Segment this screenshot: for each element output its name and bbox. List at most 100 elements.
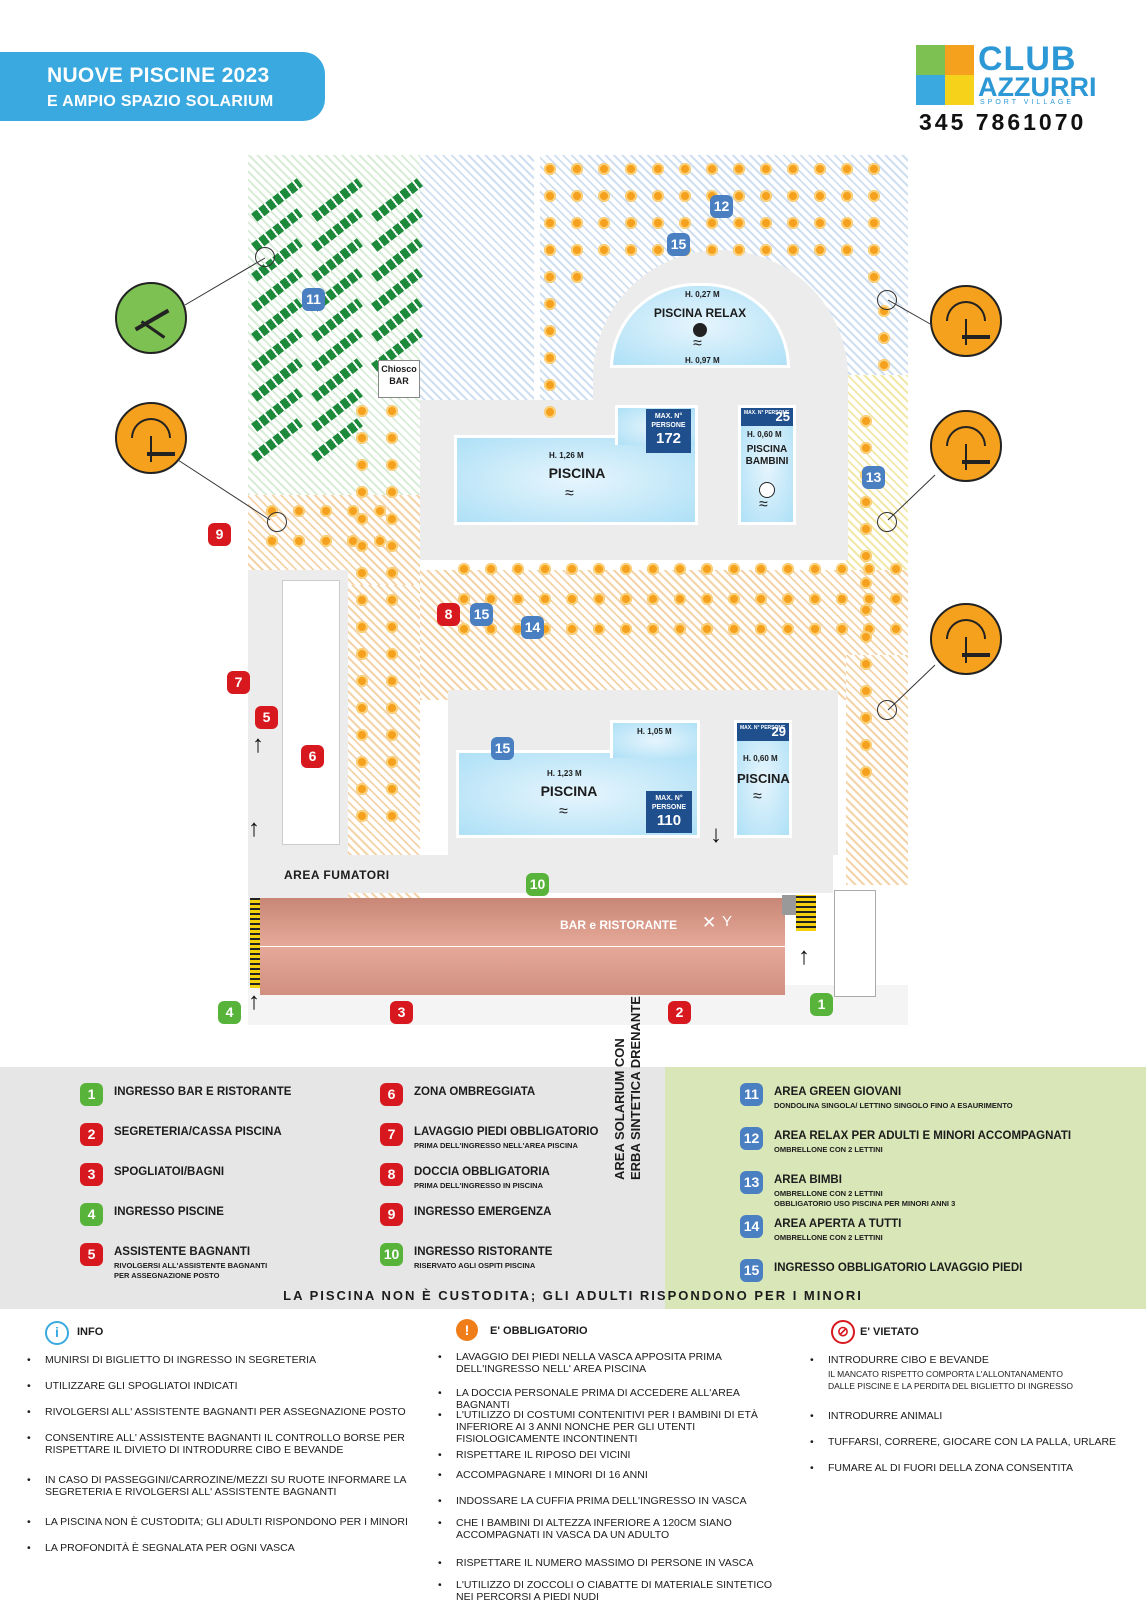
legend-badge: 8 [380, 1163, 403, 1186]
legend-title: LAVAGGIO PIEDI OBBLIGATORIO [414, 1126, 599, 1138]
umbrella-spot [571, 244, 583, 256]
marker-6[interactable]: 6 [301, 745, 324, 768]
umbrella-spot [485, 563, 497, 575]
umbrella-spot [860, 739, 872, 751]
capacity-label: MAX. N° PERSONE [744, 410, 790, 416]
marker-13[interactable]: 13 [862, 466, 885, 489]
vietato-note-2: DALLE PISCINE E LA PERDITA DEL BIGLIETTO… [828, 1381, 1074, 1391]
legend-badge: 5 [80, 1243, 103, 1266]
umbrella-spot [386, 432, 398, 444]
legend-title: ASSISTENTE BAGNANTI [114, 1246, 251, 1258]
umbrella-spot [836, 563, 848, 575]
marker-7[interactable]: 7 [227, 671, 250, 694]
umbrella-spot [760, 163, 772, 175]
legend-badge: 4 [80, 1203, 103, 1226]
umbrella-spot [386, 567, 398, 579]
area-aperta-tutti [420, 570, 908, 700]
pool-small-title: PISCINA [737, 771, 790, 786]
umbrella-spot [760, 217, 772, 229]
umbrella-spot [544, 352, 556, 364]
umbrella-spot [860, 712, 872, 724]
umbrella-spot [679, 190, 691, 202]
umbrella-spot [386, 405, 398, 417]
marker-9[interactable]: 9 [208, 523, 231, 546]
umbrella-spot [386, 486, 398, 498]
marker-14[interactable]: 14 [521, 616, 544, 639]
pool-big-depth: H. 1,26 M [549, 451, 584, 460]
marker-3[interactable]: 3 [390, 1001, 413, 1024]
umbrella-spot [566, 623, 578, 635]
chiosco-bar-label: BAR [389, 376, 409, 386]
umbrella-spot [544, 244, 556, 256]
umbrella-spot [652, 190, 664, 202]
area-right-orange [846, 655, 908, 885]
umbrella-spot [679, 163, 691, 175]
legend-title: AREA GREEN GIOVANI [774, 1086, 902, 1098]
legend-title: DOCCIA OBBLIGATORIA [414, 1166, 550, 1178]
umbrella-spot [293, 535, 305, 547]
pool-small-capacity: MAX. N° PERSONE 29 [737, 723, 789, 741]
banner-subtitle: E AMPIO SPAZIO SOLARIUM [47, 93, 274, 110]
baby-icon [759, 482, 775, 498]
wave-icon: ≈ [759, 496, 768, 513]
legend-badge: 10 [380, 1243, 403, 1266]
legend-badge: 7 [380, 1123, 403, 1146]
marker-15[interactable]: 15 [491, 737, 514, 760]
marker-8[interactable]: 8 [437, 603, 460, 626]
umbrella-spot [787, 217, 799, 229]
wave-icon: ≈ [753, 788, 762, 805]
legend-title: SPOGLIATOI/BAGNI [114, 1166, 225, 1178]
umbrella-spot [544, 379, 556, 391]
umbrella-spot [860, 658, 872, 670]
umbrella-spot [512, 563, 524, 575]
marker-12[interactable]: 12 [710, 195, 733, 218]
umbrella-spot [860, 577, 872, 589]
umbrella-lounger-icon [930, 410, 1002, 482]
rule-item: LA PISCINA NON È CUSTODITA; GLI ADULTI R… [27, 1516, 425, 1528]
marker-11[interactable]: 11 [302, 288, 325, 311]
umbrella-spot [814, 163, 826, 175]
entrance-mat-right [796, 895, 816, 931]
umbrella-spot [356, 729, 368, 741]
umbrella-spot [733, 190, 745, 202]
legend-badge: 9 [380, 1203, 403, 1226]
legend-title: INGRESSO PISCINE [114, 1206, 224, 1218]
solarium-title-line2: ERBA SINTETICA DRENANTE [628, 996, 643, 1180]
rule-item: MUNIRSI DI BIGLIETTO DI INGRESSO IN SEGR… [27, 1354, 425, 1366]
umbrella-spot [386, 540, 398, 552]
umbrella-spot [841, 244, 853, 256]
pool-kids-capacity: MAX. N° PERSONE 25 [741, 408, 793, 426]
umbrella-spot [787, 163, 799, 175]
marker-4[interactable]: 4 [218, 1001, 241, 1024]
umbrella-spot [647, 623, 659, 635]
umbrella-spot [386, 648, 398, 660]
marker-15[interactable]: 15 [470, 603, 493, 626]
umbrella-spot [728, 593, 740, 605]
umbrella-spot [706, 217, 718, 229]
rule-item: L'UTILIZZO DI COSTUMI CONTENITIVI PER I … [438, 1409, 786, 1445]
umbrella-spot [836, 623, 848, 635]
custody-notice: LA PISCINA NON È CUSTODITA; GLI ADULTI R… [283, 1288, 863, 1303]
umbrella-spot [625, 217, 637, 229]
legend-subtitle: PRIMA DELL'INGRESSO NELL'AREA PISCINA [414, 1141, 578, 1150]
umbrella-spot [566, 593, 578, 605]
umbrella-spot [374, 505, 386, 517]
vietato-note-1: IL MANCATO RISPETTO COMPORTA L'ALLONTANA… [828, 1369, 1063, 1379]
umbrella-spot [386, 702, 398, 714]
legend-badge: 11 [740, 1083, 763, 1106]
umbrella-spot [809, 623, 821, 635]
umbrella-spot [674, 593, 686, 605]
title-banner: NUOVE PISCINE 2023 E AMPIO SPAZIO SOLARI… [0, 52, 325, 121]
marker-2[interactable]: 2 [668, 1001, 691, 1024]
umbrella-spot [809, 593, 821, 605]
marker-15[interactable]: 15 [667, 233, 690, 256]
rule-item: L'UTILIZZO DI ZOCCOLI O CIABATTE DI MATE… [438, 1579, 786, 1603]
legend-title: AREA BIMBI [774, 1174, 842, 1186]
callout-ring [267, 512, 287, 532]
umbrella-spot [868, 163, 880, 175]
marker-1[interactable]: 1 [810, 993, 833, 1016]
wave-icon: ≈ [559, 803, 568, 820]
capacity-label: MAX. N° PERSONE [651, 413, 686, 429]
marker-10[interactable]: 10 [526, 873, 549, 896]
marker-5[interactable]: 5 [255, 706, 278, 729]
